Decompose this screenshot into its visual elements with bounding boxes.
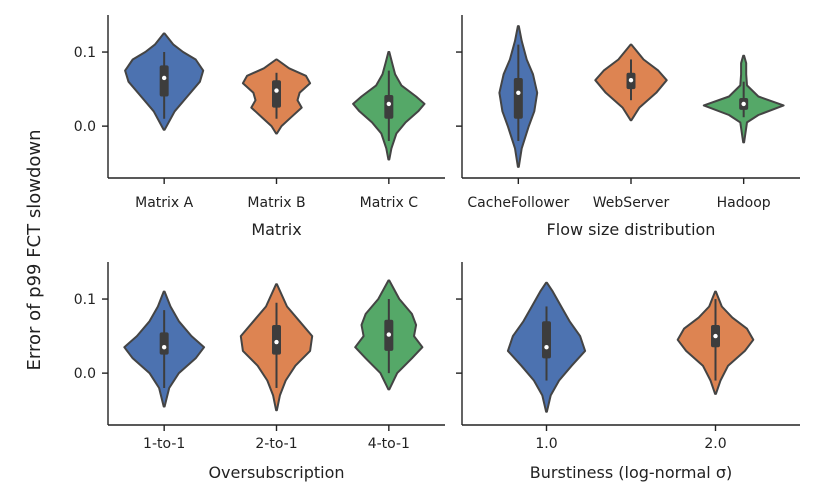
x-tick-label: 2.0 [704, 436, 726, 452]
violin-box [384, 95, 394, 119]
x-tick-label: Matrix C [360, 195, 419, 211]
y-tick-label: 0.0 [74, 366, 96, 382]
x-tick-label: 1-to-1 [143, 436, 185, 452]
x-tick-label: Matrix A [135, 195, 194, 211]
x-tick-label: 1.0 [535, 436, 557, 452]
violin-box [159, 65, 169, 97]
x-axis-label: Matrix [251, 220, 301, 239]
x-tick-label: Hadoop [717, 195, 771, 211]
violin-median [628, 78, 634, 83]
violin-median [161, 345, 167, 350]
figure-ylabel: Error of p99 FCT slowdown [24, 129, 45, 370]
x-tick-label: 2-to-1 [255, 436, 297, 452]
violin-median [161, 75, 167, 81]
violin-median [741, 101, 746, 107]
violin-box [272, 80, 281, 108]
violin-median [544, 345, 549, 350]
violin-median [713, 333, 718, 339]
x-tick-label: Matrix B [247, 195, 305, 211]
y-tick-label: 0.1 [74, 292, 96, 308]
violin-median [516, 90, 521, 95]
x-axis-label: Burstiness (log-normal σ) [530, 463, 732, 482]
violin-median [274, 339, 279, 345]
violin-median [386, 101, 392, 107]
violin-median [274, 88, 279, 93]
y-tick-label: 0.1 [74, 45, 96, 61]
violin-box [542, 321, 551, 359]
violin-box [272, 324, 281, 355]
x-tick-label: 4-to-1 [368, 436, 410, 452]
violin-box [159, 332, 169, 355]
violin-median [386, 332, 392, 337]
x-axis-label: Flow size distribution [547, 220, 716, 239]
x-tick-label: CacheFollower [467, 195, 569, 211]
x-axis-label: Oversubscription [208, 463, 344, 482]
x-tick-label: WebServer [593, 195, 670, 211]
y-tick-label: 0.0 [74, 119, 96, 135]
violin-box [513, 77, 523, 119]
